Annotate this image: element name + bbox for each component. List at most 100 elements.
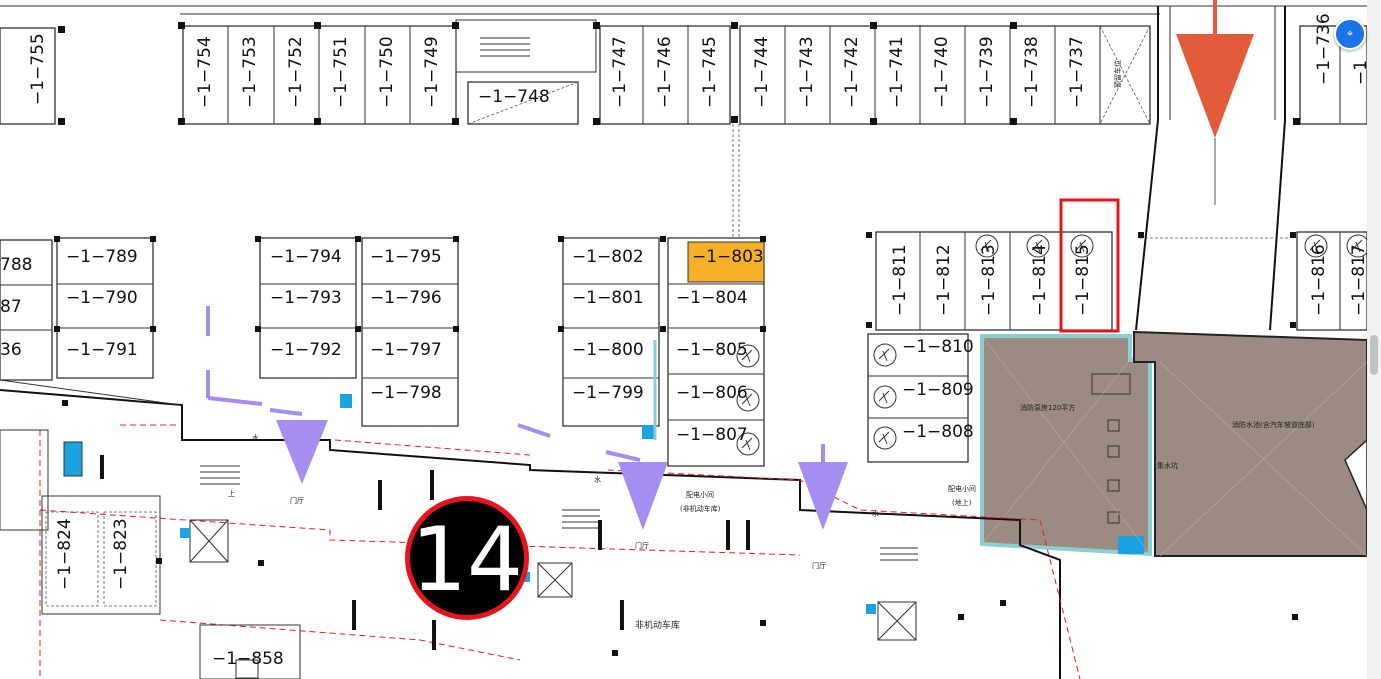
top-stall-label[interactable]: −1−753 [240,36,260,108]
stall-817[interactable]: −1−817 [1349,244,1367,316]
top-stall-label[interactable]: −1−752 [286,36,306,108]
stall-793[interactable]: −1−793 [270,288,342,308]
stall-799[interactable]: −1−799 [572,383,644,403]
lobby-label-3: 门厅 [812,561,826,570]
stall-812[interactable]: −1−812 [934,244,954,316]
top-stall-label[interactable]: −1−750 [377,36,397,108]
left-grid [0,236,156,381]
entrance-arrows [206,306,848,530]
charger-icon-813 [975,234,999,258]
corridor-dashes [732,124,740,238]
stall-807[interactable]: −1−807 [676,425,748,445]
stall-798[interactable]: −1−798 [370,383,442,403]
charger-icon-806 [736,388,760,412]
stall-748-label[interactable]: −1−748 [478,87,550,107]
stall-800[interactable]: −1−800 [572,340,644,360]
stall-811[interactable]: −1−811 [890,244,910,316]
stall-797[interactable]: −1−797 [370,340,442,360]
top-stall-label[interactable]: −1−742 [842,36,862,108]
stall-804[interactable]: −1−804 [676,288,748,308]
stall-858[interactable]: −1−858 [212,649,284,669]
stall-796[interactable]: −1−796 [370,288,442,308]
scrollbar-thumb[interactable] [1370,335,1378,375]
grid-ab [255,236,459,427]
grid-cd [558,236,766,467]
top-stall-label[interactable]: −1−738 [1022,36,1042,108]
charger-icon-816 [1304,234,1328,258]
stall-790[interactable]: −1−790 [66,288,138,308]
elec-room-label-2: 配电小间 [948,484,976,493]
right-vertical-stalls [866,231,1367,331]
elec-room-note: (非机动车库) [680,504,721,513]
top-stall-label[interactable]: −1−739 [977,36,997,108]
vertical-scrollbar[interactable] [1367,0,1381,679]
stall-806[interactable]: −1−806 [676,383,748,403]
stall-794[interactable]: −1−794 [270,247,342,267]
water-label-3: 水 [872,509,879,518]
top-stall-label[interactable]: −1−749 [422,36,442,108]
ramp [1135,6,1290,331]
fire-pool [1133,330,1367,557]
stall-815[interactable]: −1−815 [1073,244,1093,316]
stair-up-label: 上 [228,489,235,498]
charger-icon-810 [873,343,897,367]
stall-792[interactable]: −1−792 [270,340,342,360]
stall-787-partial[interactable]: 87 [0,297,22,317]
charger-icon-815 [1070,234,1094,258]
stall-788-partial[interactable]: 788 [0,255,32,275]
water-label-1: 水 [252,433,259,442]
stall-808[interactable]: −1−808 [902,422,974,442]
pump-room-label: 消防泵房120平方 [1020,403,1075,412]
ramp-direction-arrow [1176,34,1254,138]
stall-786-partial[interactable]: 36 [0,340,22,360]
elec-room-label: 配电小间 [686,490,714,499]
charger-icon-809 [873,385,897,409]
elec-room-note-2: (地上) [952,498,972,507]
stall-809[interactable]: −1−809 [902,380,974,400]
top-stall-label[interactable]: −1−744 [752,36,772,108]
charger-icon-805 [736,344,760,368]
stall-802[interactable]: −1−802 [572,247,644,267]
top-stall-label[interactable]: −1−740 [932,36,952,108]
top-stall-label[interactable]: −1−745 [700,36,720,108]
top-stall-label[interactable]: −1−737 [1067,36,1087,108]
stall-795[interactable]: −1−795 [370,247,442,267]
charger-icon-814 [1026,234,1050,258]
stall-791[interactable]: −1−791 [66,340,138,360]
stall-810[interactable]: −1−810 [902,337,974,357]
stall-801[interactable]: −1−801 [572,288,644,308]
pump-room [980,334,1152,557]
stall-789[interactable]: −1−789 [66,247,138,267]
top-stall-row: −1−754 −1−753 −1−752 −1−751 −1−750 −1−749 −1−7… [0,5,1367,125]
top-stall-label[interactable]: −1−754 [195,36,215,108]
charger-icon-817 [1346,234,1367,258]
stall-right-edge-label[interactable]: −1 [1351,60,1367,85]
right-horizontal-stalls [867,333,969,463]
top-stall-label[interactable]: −1−746 [655,36,675,108]
stall-823[interactable]: −1−823 [111,518,131,590]
stall-736-label[interactable]: −1−736 [1314,13,1334,85]
lobby-label-1: 门厅 [290,496,304,505]
charger-icon-808 [873,426,897,450]
top-stall-label[interactable]: −1−741 [887,36,907,108]
top-stall-label[interactable]: −1−747 [610,36,630,108]
stall-805[interactable]: −1−805 [676,340,748,360]
top-stall-label[interactable]: −1−743 [797,36,817,108]
top-stall-label[interactable]: −1−751 [331,36,351,108]
water-label-2: 水 [594,475,601,484]
lobby-label-2: 门厅 [635,541,649,550]
stall-814[interactable]: −1−814 [1030,244,1050,316]
locate-icon[interactable]: ⌖ [1334,18,1366,50]
fire-pool-label: 消防水池(含汽车坡道底部) [1232,420,1315,429]
highlighted-stall-815[interactable] [1059,198,1120,333]
stall-755-label[interactable]: −1−755 [28,33,48,105]
collect-pit-label: 集水坑 [1157,461,1178,470]
stall-813[interactable]: −1−813 [979,244,999,316]
stall-816[interactable]: −1−816 [1309,244,1329,316]
building-number-badge[interactable]: 14 [405,496,529,620]
stall-803[interactable]: −1−803 [692,247,764,267]
selected-stall-803[interactable] [687,241,765,283]
stall-824[interactable]: −1−824 [55,518,75,590]
garage-label: 非机动车库 [635,619,680,631]
